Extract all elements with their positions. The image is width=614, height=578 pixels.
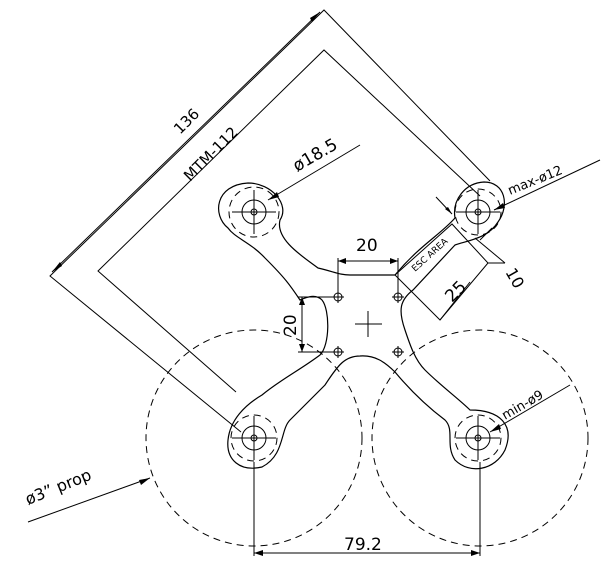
center-holes <box>332 291 404 358</box>
motor-mount-br <box>454 414 502 462</box>
esc-width-label: 10 <box>502 265 529 292</box>
esc-area: ESC AREA 25 10 <box>394 223 529 321</box>
min-hole-label: min-ø9 <box>500 388 547 424</box>
dim-center-x: 20 <box>337 236 399 292</box>
prop-leader <box>27 477 151 523</box>
hub-diameter-label: ø18.5 <box>290 135 342 176</box>
esc-length-label: 25 <box>441 277 470 306</box>
dim-center-x-label: 20 <box>356 236 378 256</box>
motor-mount-tr <box>454 188 502 236</box>
dim-center-y: 20 <box>281 296 333 353</box>
outer-dimension-frame <box>49 9 491 433</box>
motor-mount-bl <box>230 414 278 462</box>
max-hole-leader <box>493 159 601 211</box>
model-label: MTM-112 <box>180 123 242 185</box>
dim-spacing-label: 79.2 <box>344 535 382 555</box>
dim-center-y-label: 20 <box>281 314 301 336</box>
motor-mount-tl <box>228 186 280 238</box>
min-hole-leader <box>489 384 571 433</box>
frame-outline <box>218 181 509 470</box>
dim-spacing: 79.2 <box>253 462 481 556</box>
hub-leader <box>267 144 361 201</box>
